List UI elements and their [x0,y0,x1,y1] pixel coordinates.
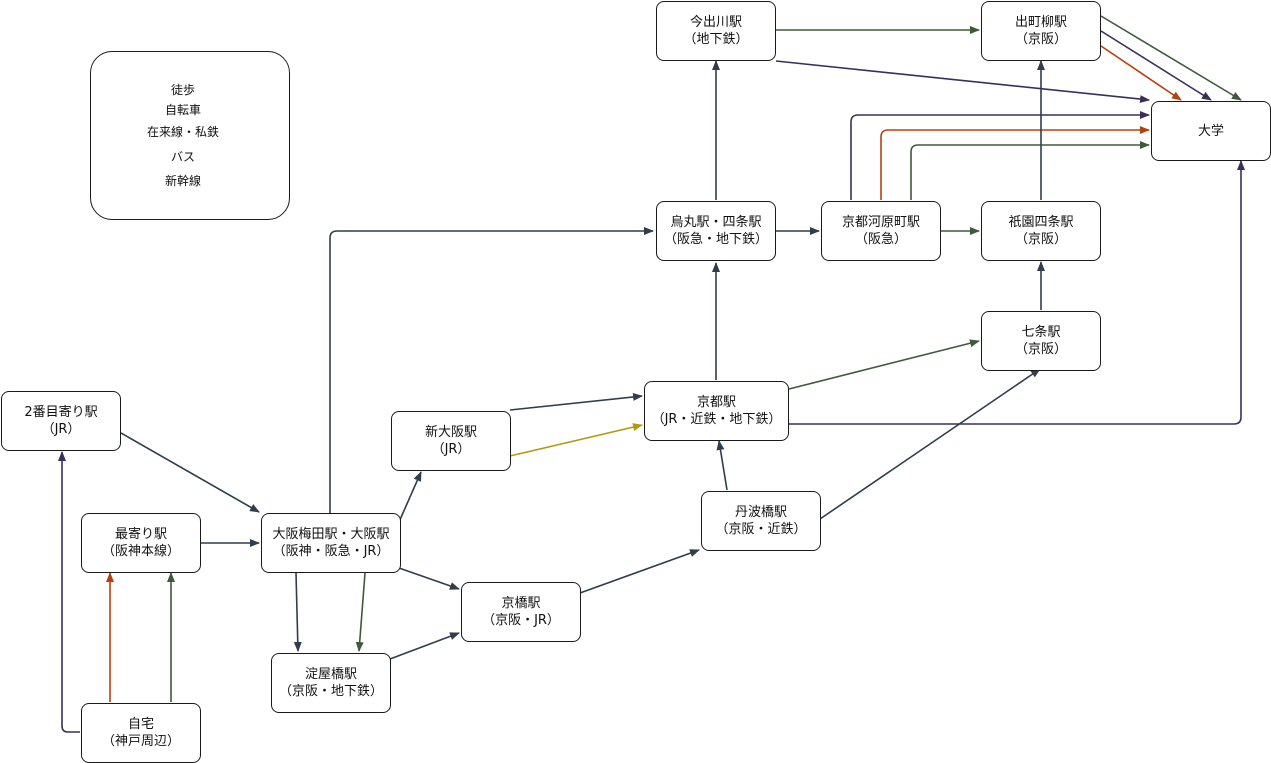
node-yodoyabashi-name: 淀屋橋駅 [304,667,357,682]
node-nearest-lines: （阪神本線） [101,544,180,559]
edge-kyoto-to-university-bus [789,160,1245,425]
edge-kawaramachi-to-university-walk [910,141,1150,200]
node-demachiyanagi-name: 出町柳駅 [1014,15,1067,30]
node-kawaramachi-name: 京都河原町駅 [841,215,920,230]
node-karasuma: 烏丸駅・四条駅 （阪急・地下鉄） [656,201,776,261]
edge-shinosaka-to-kyoto-rail [509,392,643,411]
legend-bike-label: 自転車 [162,103,204,117]
node-shichijo: 七条駅 （京阪） [981,311,1101,371]
node-nearest: 最寄り駅 （阪神本線） [81,513,201,573]
edge-yodoyabashi-to-kyobashi-rail [389,632,460,660]
edge-demachiyanagi-to-university-walk [1100,15,1242,101]
legend [90,51,290,220]
node-umeda: 大阪梅田駅・大阪駅 （阪神・阪急・JR） [261,513,401,573]
edge-kawaramachi-to-university-bus [850,111,1150,200]
edge-umeda-to-karasuma-rail [329,227,654,513]
node-gion: 祇園四条駅 （京阪） [981,201,1101,261]
edge-kyoto-to-shichijo-walk [788,339,980,390]
node-kyobashi-lines: （京阪・JR） [482,613,560,628]
edge-demachiyanagi-to-university-bike [1100,45,1182,101]
node-demachiyanagi-lines: （京阪） [1014,32,1067,47]
node-tambabashi-name: 丹波橋駅 [734,505,787,520]
edge-demachiyanagi-to-university-bus [1100,30,1212,101]
edge-tambabashi-to-kyoto-rail [716,440,728,491]
node-shinosaka-name: 新大阪駅 [424,425,477,440]
node-nearest2-name: 2番目寄り駅 [24,405,98,420]
legend-rail-label: 在来線・私鉄 [144,125,222,139]
legend-walk-label: 徒歩 [168,83,198,97]
edge-kawaramachi-to-university-bike [880,126,1150,200]
edge-umeda-to-yodoyabashi-walk [355,572,366,652]
node-shinosaka: 新大阪駅 （JR） [391,411,511,471]
node-demachiyanagi: 出町柳駅 （京阪） [981,1,1101,61]
node-karasuma-lines: （阪急・地下鉄） [663,232,768,247]
edge-umeda-to-yodoyabashi-rail [293,572,302,652]
edge-umeda-to-kyobashi-rail [398,567,460,590]
node-imadegawa-lines: （地下鉄） [683,32,749,47]
legend-bus-label: バス [168,150,198,164]
edge-nearest2-to-umeda-rail [120,432,260,513]
node-nearest2: 2番目寄り駅 （JR） [1,391,121,451]
node-tambabashi-lines: （京阪・近鉄） [715,522,807,537]
edge-umeda-to-shinosaka-rail [398,471,422,523]
edge-kyobashi-to-tambabashi-rail [579,549,700,594]
edge-tambabashi-to-shichijo-rail [819,368,1041,520]
node-nearest2-lines: （JR） [41,422,81,437]
node-umeda-lines: （阪神・阪急・JR） [272,544,390,559]
node-imadegawa-name: 今出川駅 [689,15,742,30]
node-umeda-name: 大阪梅田駅・大阪駅 [272,527,390,542]
node-gion-lines: （京阪） [1014,232,1067,247]
node-imadegawa: 今出川駅 （地下鉄） [656,1,776,61]
node-kawaramachi-lines: （阪急） [854,232,907,247]
node-yodoyabashi-lines: （京阪・地下鉄） [278,684,383,699]
node-university: 大学 [1151,101,1271,161]
node-karasuma-name: 烏丸駅・四条駅 [670,215,762,230]
node-kyobashi: 京橋駅 （京阪・JR） [461,582,581,642]
node-shichijo-name: 七条駅 [1021,325,1061,340]
node-kyoto: 京都駅 （JR・近鉄・地下鉄） [644,381,789,441]
node-home-lines: （神戸周辺） [101,734,180,749]
node-gion-name: 祇園四条駅 [1008,215,1074,230]
node-yodoyabashi: 淀屋橋駅 （京阪・地下鉄） [271,653,391,713]
node-kyoto-name: 京都駅 [696,395,736,410]
edge-imadegawa-to-university-bus [775,60,1150,104]
node-kyoto-lines: （JR・近鉄・地下鉄） [651,412,782,427]
node-home-name: 自宅 [127,717,154,732]
edge-shinosaka-to-kyoto-shinkansen [509,423,643,457]
edge-home-to-nearest2-bus [58,451,80,733]
node-nearest-name: 最寄り駅 [114,527,167,542]
node-kawaramachi: 京都河原町駅 （阪急） [821,201,941,261]
node-tambabashi: 丹波橋駅 （京阪・近鉄） [701,491,821,551]
node-shinosaka-lines: （JR） [431,442,471,457]
node-home: 自宅 （神戸周辺） [81,703,201,763]
node-shichijo-lines: （京阪） [1014,342,1067,357]
legend-shinkansen-label: 新幹線 [162,174,204,188]
node-university-name: 大学 [1197,123,1224,139]
node-kyobashi-name: 京橋駅 [501,596,541,611]
